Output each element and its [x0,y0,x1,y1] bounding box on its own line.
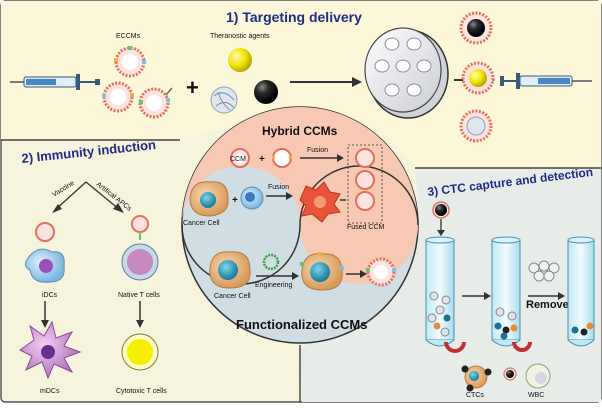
fused-vesicle [355,170,375,190]
test-tube [567,236,595,347]
mdcs-label: mDCs [40,388,60,395]
test-tube [425,236,455,347]
cancer-cell-label: Cancer Cell [214,293,251,300]
immune-cell [240,186,264,210]
petri-dish-icon [364,27,449,119]
native-t-cells-label: Native T cells [118,292,160,299]
fused-box [347,144,383,224]
fusion-label-top: Fusion [307,147,328,154]
plus-sign: + [232,195,238,206]
test-tube [491,236,521,347]
fusion-label-bottom: Fusion [268,184,289,191]
removed-cells [528,260,560,282]
fused-ccm-label: Fused CCM [347,224,385,231]
functionalized-vesicle [366,257,396,287]
mesh-nanoparticle [210,86,238,114]
native-t-cell [121,243,159,281]
plus-sign: + [259,154,265,165]
eccm-vesicle [102,81,134,113]
hybrid-ccms-title: Hybrid CCMs [262,124,338,138]
magnet-icon [444,341,466,353]
engineering-label: Engineering [255,282,292,289]
syringe-icon [500,73,592,89]
plus-sign: + [186,75,199,100]
eccm-vesicle [138,87,173,119]
fused-cell [299,181,341,223]
gold-nanoparticle [228,48,252,72]
remove-label: Remove [526,299,569,311]
ctcs-illustration [461,365,492,392]
fused-vesicle [355,191,375,211]
fused-vesicle [355,148,375,168]
section-title-targeting: 1) Targeting delivery [226,9,362,25]
eccm-vesicle [114,46,146,78]
ccm-label: CCM [230,156,246,163]
loaded-vesicle-gold [461,61,495,95]
idc-cell [24,248,65,283]
wbc-illustration [503,363,551,389]
functionalized-ccms-title: Functionalized CCMs [236,317,367,332]
loaded-vesicle-black [459,11,493,45]
syringe-icon [10,74,100,90]
theranostic-label: Theranostic agents [210,33,270,40]
magnet-icon [512,341,532,352]
magnetic-ccm [432,201,450,219]
cancer-cell [189,181,229,217]
wbc-label: WBC [528,392,544,399]
apc-vesicle [131,215,149,240]
mdc-cell [19,320,82,380]
ctcs-label: CTCs [466,392,484,399]
black-nanoparticle [254,80,278,104]
loaded-vesicle-mesh [459,109,493,143]
vesicle [272,148,292,168]
vaccine-vesicle [35,222,55,242]
idcs-label: iDCs [42,292,58,299]
cytotoxic-t-cell [121,333,159,371]
ccm-vesicle [230,148,250,168]
cytotoxic-t-cells-label: Cytotoxic T cells [116,388,167,395]
targeting-panel [1,1,601,168]
plasmid-icon [262,253,280,271]
engineered-cell [300,252,344,291]
eccms-label: ECCMs [116,33,141,40]
cancer-cell [209,251,251,289]
cancer-cell-label: Cancer Cell [183,220,220,227]
